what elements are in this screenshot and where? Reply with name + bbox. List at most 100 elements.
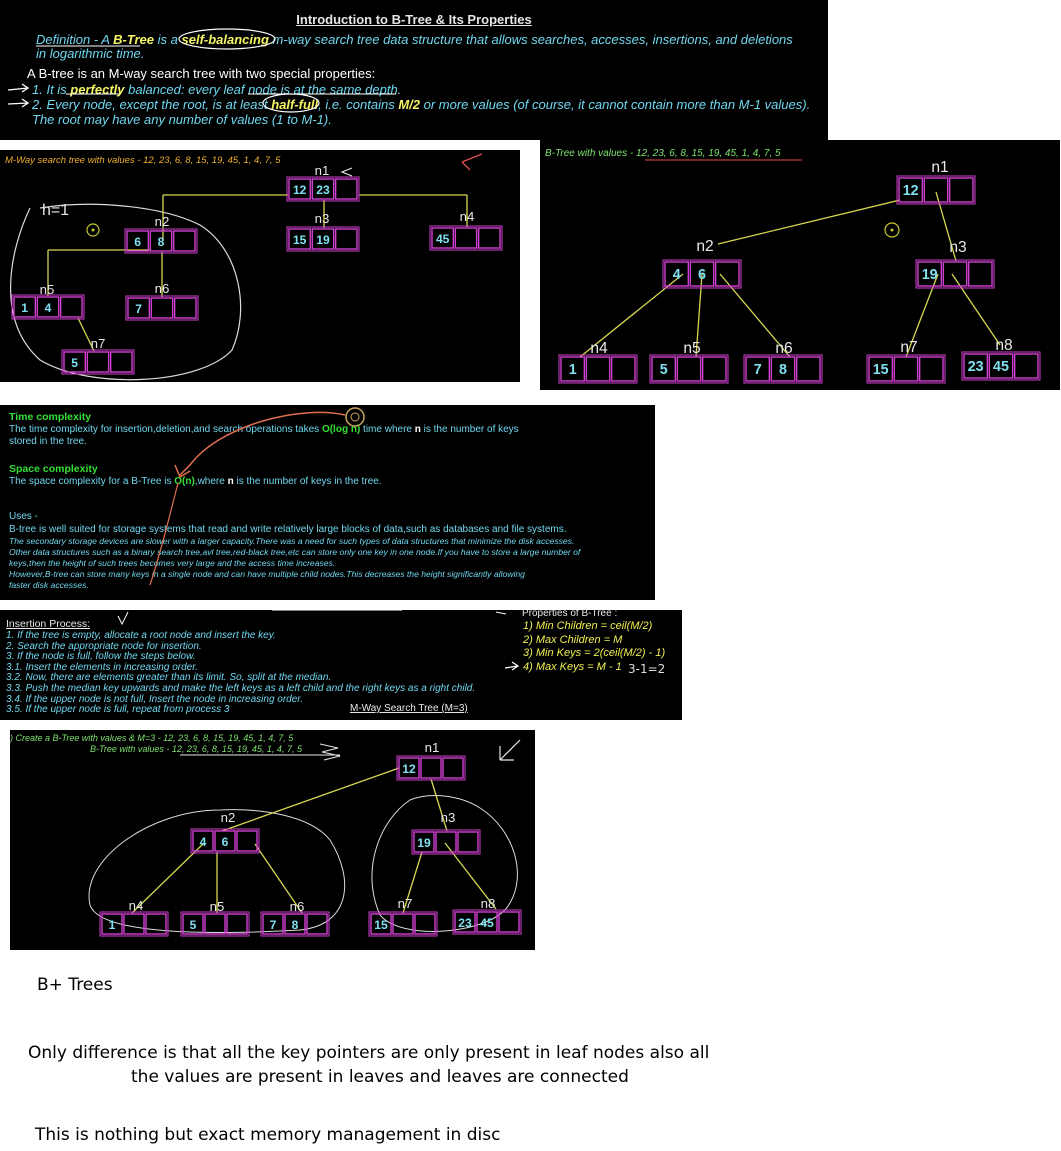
tree-edge	[131, 843, 204, 914]
create-line-1: ) Create a B-Tree with values & M=3 - 12…	[10, 733, 294, 743]
node-key: 19	[922, 267, 938, 283]
node-key: 15	[293, 233, 307, 247]
node-label: n4	[129, 898, 144, 913]
node-label: n3	[441, 810, 456, 825]
node-key: 12	[903, 183, 919, 199]
uses-line-6: faster disk accesses.	[9, 580, 89, 590]
node-label: n5	[683, 340, 701, 357]
node-key: 23	[458, 916, 472, 930]
btree-panel: B-Tree with values - 12, 23, 6, 8, 15, 1…	[540, 140, 1060, 390]
insertion-step: 3.4. If the upper node is not full, Inse…	[6, 693, 304, 705]
time-complexity-text-2: stored in the tree.	[9, 436, 87, 447]
node-label: n2	[696, 238, 713, 255]
node-key: 19	[417, 836, 431, 850]
time-complexity-text: The time complexity for insertion,deleti…	[9, 424, 519, 435]
btree-caption: B-Tree with values - 12, 23, 6, 8, 15, 1…	[545, 148, 781, 159]
node-key: 7	[754, 362, 762, 378]
uses-line-2: The secondary storage devices are slower…	[9, 536, 575, 546]
node-label: n2	[155, 214, 170, 229]
node-key: 4	[673, 267, 681, 283]
node-label: n3	[949, 239, 966, 256]
node-key: 7	[270, 918, 277, 932]
complexity-annotations	[149, 407, 365, 586]
insertion-step: 3.1. Insert the elements in increasing o…	[6, 661, 198, 673]
node-label: n8	[481, 896, 496, 911]
intro-panel: Introduction to B-Tree & Its Properties …	[0, 0, 828, 140]
node-key: 1	[109, 918, 116, 932]
tree-node-n8: 23 45 n8	[452, 896, 522, 935]
node-key: 8	[292, 918, 299, 932]
insertion-step: 3.5. If the upper node is full, repeat f…	[6, 704, 230, 716]
uses-heading: Uses -	[9, 511, 38, 522]
node-key: 8	[779, 362, 787, 378]
tree-node-n7: 5n7	[61, 336, 135, 375]
note-line-3: This is nothing but exact memory managem…	[35, 1125, 501, 1145]
max-keys-note: 3-1=2	[628, 662, 666, 676]
tree-edge	[717, 199, 901, 245]
property-item: 4) Max Keys = M - 1	[523, 660, 622, 673]
btree-diagram: B-Tree with values - 12, 23, 6, 8, 15, 1…	[545, 148, 1041, 384]
node-label: n4	[590, 340, 608, 357]
node-key: 7	[135, 302, 142, 316]
node-key: 5	[660, 362, 668, 378]
node-key: 12	[293, 183, 307, 197]
node-key: 4	[200, 835, 207, 849]
node-key: 1	[21, 301, 28, 315]
property-item: 1) Min Children = ceil(M/2)	[523, 620, 653, 632]
tree-node-n3: 19 n3	[411, 810, 481, 855]
tree-node-n2: 4 6 n2	[662, 238, 742, 289]
node-key: 6	[134, 235, 141, 249]
mway-label: M-Way Search Tree (M=3)	[350, 703, 468, 714]
node-label: n7	[91, 336, 106, 351]
property-item: 3) Min Keys = 2(ceil(M/2) - 1)	[523, 647, 666, 659]
node-key: 6	[698, 267, 706, 283]
tree-node-n6: 7n6	[125, 281, 199, 321]
uses-line-1: B-tree is well suited for storage system…	[9, 524, 567, 535]
node-key: 45	[993, 359, 1009, 375]
insertion-step: 2. Search the appropriate node for inser…	[6, 640, 202, 652]
node-label: n2	[221, 810, 236, 825]
tree-edge	[221, 767, 400, 832]
mway-caption: M-Way search tree with values - 12, 23, …	[5, 155, 281, 166]
node-label: n3	[315, 211, 330, 226]
property-item: 2) Max Children = M	[523, 633, 623, 646]
tree-edge	[430, 778, 448, 832]
tree-node-n4: 1 n4	[558, 340, 638, 384]
node-key: 45	[480, 916, 494, 930]
mway-tree-diagram: M-Way search tree with values - 12, 23, …	[5, 153, 503, 381]
create-btree-panel: ) Create a B-Tree with values & M=3 - 12…	[10, 730, 535, 950]
time-complexity-heading: Time complexity	[9, 411, 92, 423]
node-label: n4	[460, 209, 475, 224]
node-key: 15	[374, 918, 388, 932]
tree-edge	[951, 273, 1001, 346]
create-btree-diagram: ) Create a B-Tree with values & M=3 - 12…	[10, 733, 522, 937]
node-label: n7	[900, 339, 917, 356]
node-key: 5	[190, 918, 197, 932]
complexity-panel: Time complexity The time complexity for …	[0, 405, 655, 600]
node-label: n1	[931, 159, 948, 176]
node-label: n5	[210, 899, 225, 914]
space-complexity-text: The space complexity for a B-Tree is O(n…	[9, 476, 382, 487]
tree-edge	[77, 317, 95, 352]
tree-edge	[402, 851, 423, 914]
property-2-root: The root may have any number of values (…	[32, 112, 332, 127]
note-line-2: the values are present in leaves and lea…	[131, 1067, 629, 1087]
insertion-step: 3.2. Now, there are elements greater tha…	[6, 672, 332, 684]
node-label: n1	[315, 163, 330, 178]
tree-node-n1: 12 n1	[896, 159, 976, 205]
special-properties-intro: A B-tree is an M-way search tree with tw…	[27, 66, 376, 81]
node-label: n1	[425, 740, 440, 755]
mway-tree-panel: M-Way search tree with values - 12, 23, …	[0, 150, 520, 382]
property-1: 1. It is perfectly balanced: every leaf …	[32, 82, 402, 97]
intro-title: Introduction to B-Tree & Its Properties	[296, 12, 532, 27]
tree-node-n3: 19 n3	[915, 239, 995, 289]
space-complexity-heading: Space complexity	[9, 463, 98, 475]
node-key: 1	[569, 362, 577, 378]
